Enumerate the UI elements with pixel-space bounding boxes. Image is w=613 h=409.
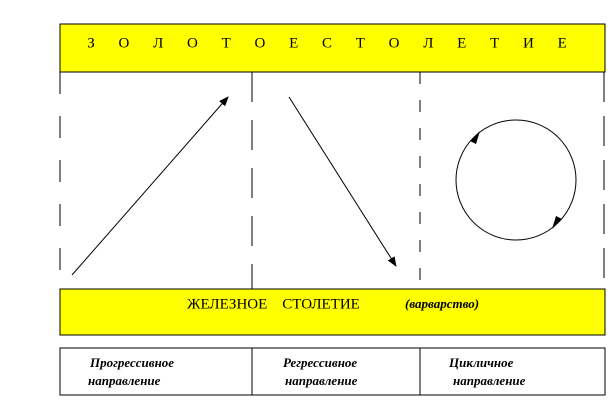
caption-progressive-line1: Прогрессивное bbox=[89, 355, 174, 370]
caption-cyclic-line1: Цикличное bbox=[448, 355, 514, 370]
iron-age-label: ЖЕЛЕЗНОЕ СТОЛЕТИЕ bbox=[187, 296, 360, 312]
arrow-up-right-icon bbox=[71, 96, 229, 276]
caption-regressive-line1: Регрессивное bbox=[283, 355, 357, 370]
caption-regressive-line2: направление bbox=[285, 373, 358, 388]
captions-box bbox=[59, 347, 606, 396]
golden-age-label: З О Л О Т О Е С Т О Л Е Т И Е bbox=[87, 35, 577, 51]
golden-age-box bbox=[59, 23, 606, 73]
cycle-circle-icon bbox=[455, 119, 577, 241]
column-separators bbox=[59, 72, 605, 289]
arrow-down-right-icon bbox=[288, 96, 397, 267]
caption-cyclic-line2: направление bbox=[453, 373, 526, 388]
golden-age-band: З О Л О Т О Е С Т О Л Е Т И Е bbox=[59, 23, 606, 73]
iron-age-band: ЖЕЛЕЗНОЕ СТОЛЕТИЕ (варварство) bbox=[59, 288, 606, 336]
caption-progressive-line2: направление bbox=[88, 373, 161, 388]
iron-age-note: (варварство) bbox=[405, 296, 479, 311]
iron-age-box bbox=[59, 288, 606, 336]
captions-table: Прогрессивное направление Регрессивное н… bbox=[59, 347, 606, 396]
